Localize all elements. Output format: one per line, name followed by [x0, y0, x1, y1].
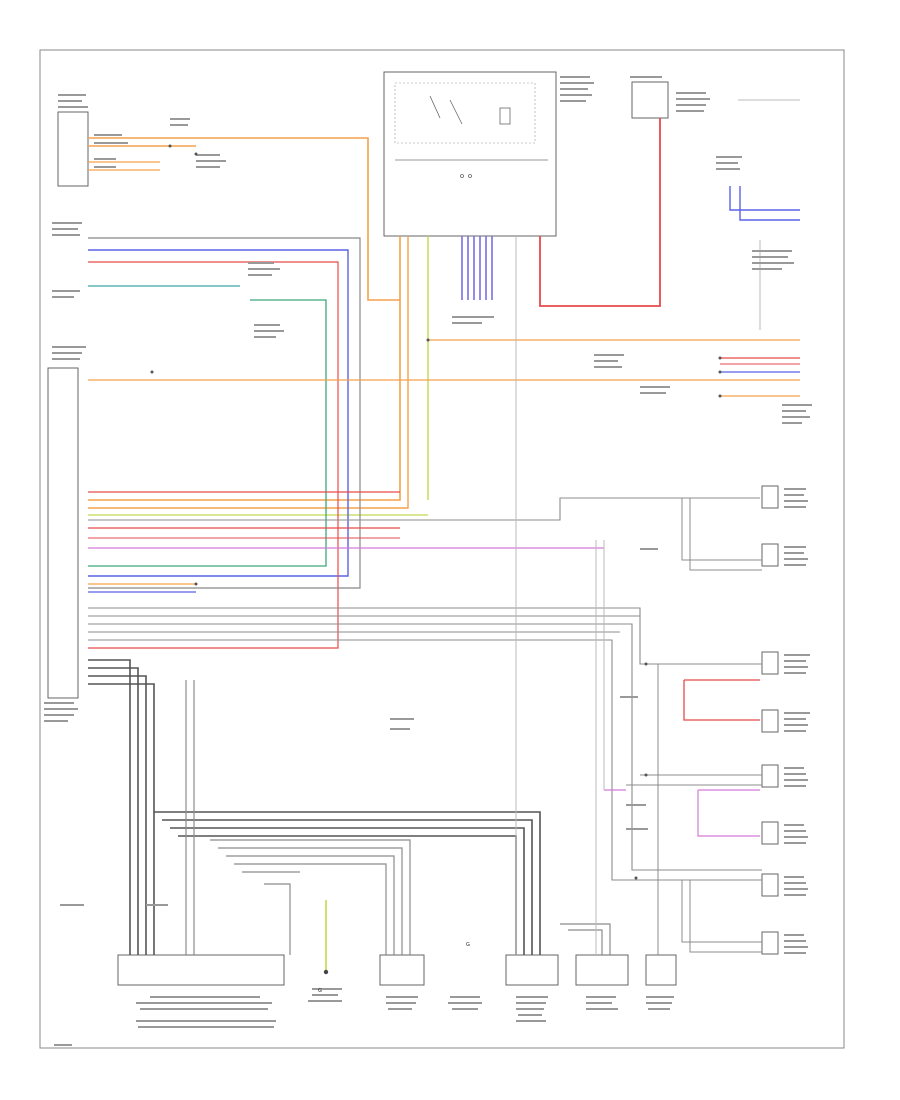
- label-marks: [44, 76, 812, 1046]
- wire-bundle-purple: [461, 236, 493, 300]
- bottom-connector-4: [575, 954, 629, 986]
- component-box-top-left: [57, 111, 89, 187]
- wire-grey-left-top: [88, 237, 361, 589]
- bottom-connector-3: [505, 954, 559, 986]
- speaker-connector-4: [761, 709, 779, 733]
- speaker-connector-6: [761, 821, 779, 845]
- speaker-connector-2: [761, 543, 779, 567]
- connector-dots: [150, 144, 722, 880]
- ground-point: [323, 969, 329, 975]
- wire-bundle-center-orange: [88, 236, 401, 501]
- speaker-connector-1: [761, 485, 779, 509]
- component-box-center-module: [383, 71, 557, 237]
- bottom-connector-5: [645, 954, 677, 986]
- bottom-connector-amplifier: [117, 954, 285, 986]
- wire-red-left-1: [88, 261, 339, 649]
- wire-red-fuse: [539, 118, 661, 307]
- wire-grey-right-speakers: [626, 498, 762, 955]
- bottom-connector-2: [379, 954, 425, 986]
- speaker-connector-7: [761, 873, 779, 897]
- speaker-connector-5: [761, 764, 779, 788]
- wire-thin-lines: [515, 99, 800, 955]
- wire-purple-speaker: [697, 790, 760, 837]
- wire-bundle-bottom-dark: [88, 659, 541, 955]
- relay-symbols: [429, 95, 511, 178]
- wire-blue-2: [739, 186, 800, 221]
- wire-blue-1: [729, 186, 800, 211]
- ground-label-bottom: G: [466, 942, 470, 948]
- wire-green-left: [88, 299, 327, 567]
- wire-bundle-bottom-grey: [185, 680, 611, 955]
- wire-orange-1: [88, 137, 400, 301]
- wire-red-speaker: [683, 680, 760, 721]
- diagram-border: [39, 49, 845, 1049]
- wire-grey-mid-group: [88, 497, 762, 881]
- center-module-inner: [394, 82, 536, 144]
- ground-label-main: G: [318, 988, 322, 994]
- speaker-connector-8: [761, 931, 779, 955]
- component-box-fuse: [631, 81, 669, 119]
- wire-blue-left-1: [88, 249, 349, 577]
- wire-bundle-center-orange-2: [88, 236, 409, 509]
- component-box-left-radio: [47, 367, 79, 699]
- speaker-connector-3: [761, 651, 779, 675]
